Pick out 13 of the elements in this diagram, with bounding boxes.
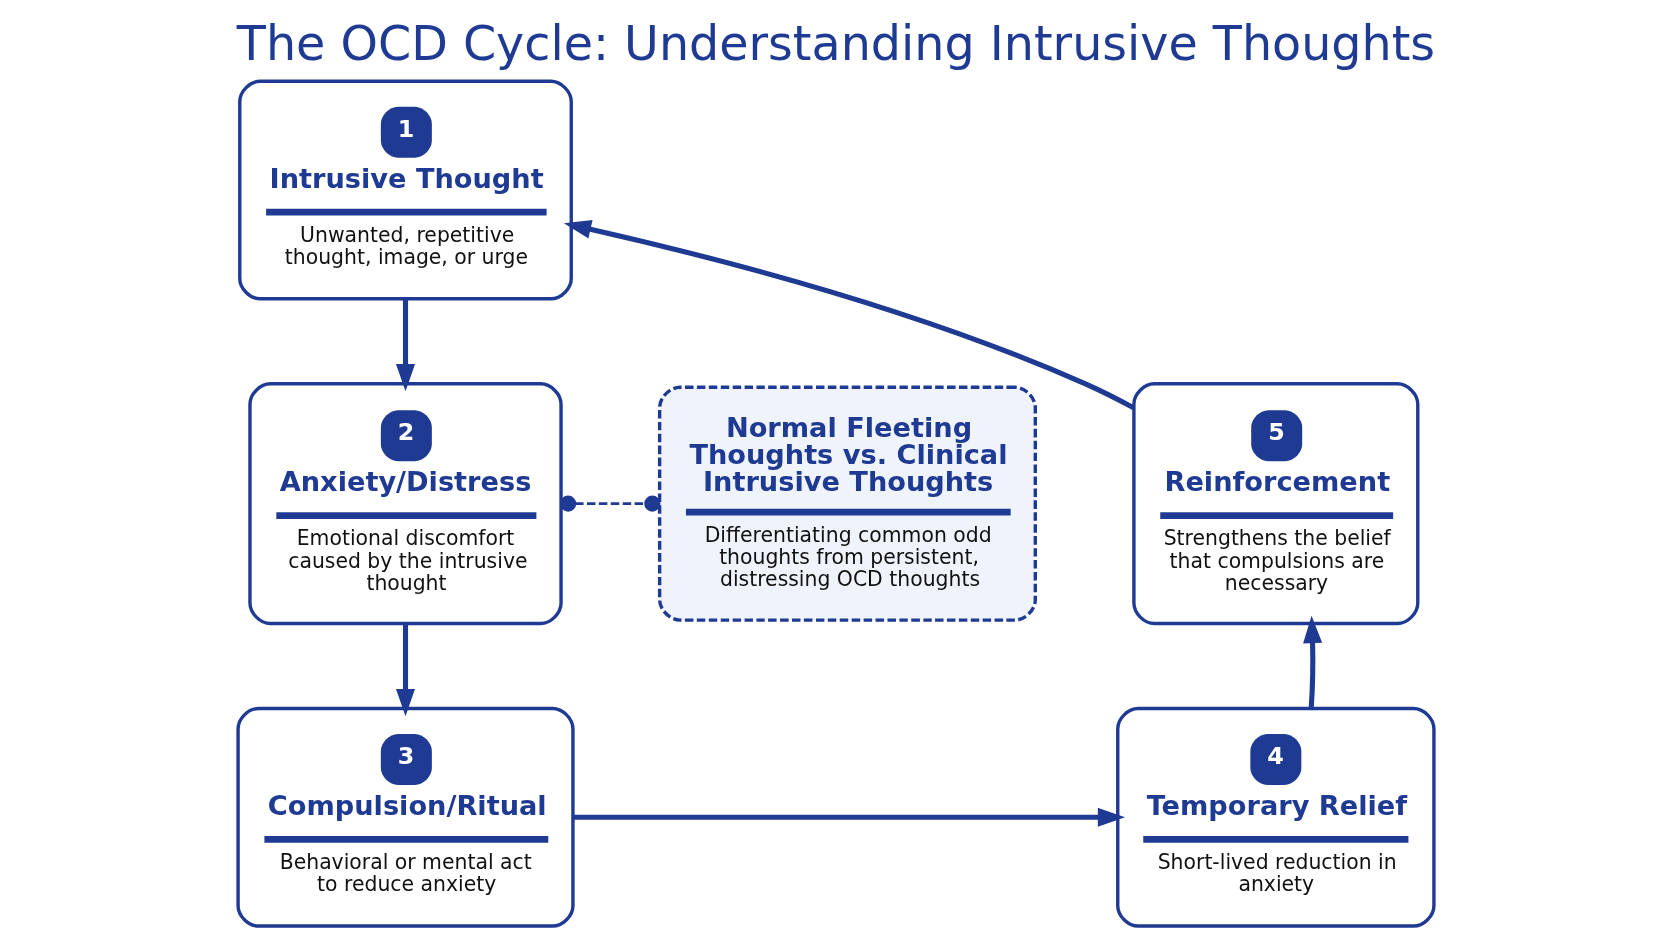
node-box: 2 Anxiety/Distress Emotional discomfort caused by the intrusive thought (248, 382, 563, 626)
arrow (1303, 615, 1323, 709)
arrow (395, 298, 416, 392)
node-box: 1 Intrusive Thought Unwanted, repetitive thought, image, or urge (238, 79, 573, 301)
node-box: 5 Reinforcement Strengthens the belief that compulsions are necessary (1132, 382, 1420, 626)
arrow (563, 219, 1135, 411)
arrow (573, 807, 1126, 827)
node-box: 3 Compulsion/Ritual Behavioral or mental act to reduce anxiety (236, 706, 575, 928)
connector (560, 495, 661, 512)
node-box: 4 Temporary Relief Short-lived reduction in anxiety (1116, 706, 1436, 928)
arrow (395, 623, 416, 717)
diagram-title: The OCD Cycle: Understanding Intrusive Thoughts (236, 15, 1436, 71)
node-box: Normal Fleeting Thoughts vs. Clinical Intrusive Thoughts Differentiating common odd thoughts from persistent, distressing OCD thoughts (657, 385, 1037, 622)
